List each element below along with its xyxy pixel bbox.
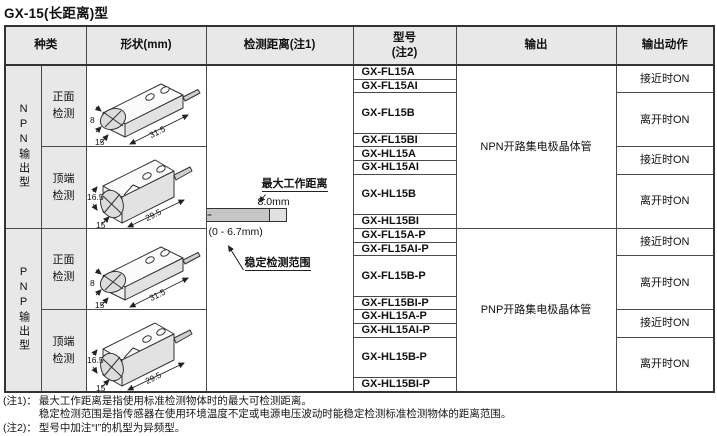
model-cell: GX-HL15AI-P [352, 323, 457, 338]
model-cell: GX-FL15BI [352, 132, 457, 148]
table-row: GX-FL15BI-P [5, 295, 714, 311]
stable-range-label: 稳定检测范围 [244, 257, 311, 272]
header-model-line1: 型号 [393, 32, 416, 45]
diagram-arrows [207, 193, 266, 270]
direction-label: 正面检测 [52, 91, 75, 121]
dim-width-label: 15 [95, 137, 105, 146]
note-2-label: (注2)： [3, 421, 37, 434]
table-row: GX-FL15B 离开时ON [5, 92, 715, 148]
page-title: GX-15(长距离)型 [4, 6, 109, 21]
model-cell: GX-FL15B-P [352, 255, 457, 297]
output-cell-pnp: PNP开路集电极晶体管 [455, 227, 617, 393]
model-cell: GX-FL15AI [352, 78, 457, 94]
note-1-line-1: 最大工作距离是指使用标准检测物体时的最大可检测距离。 [38, 395, 312, 407]
direction-cell: 顶端检测 [40, 146, 87, 229]
sensor-top-drawing: 16.5 15 29.5 [87, 159, 193, 228]
direction-cell: 顶端检测 [40, 309, 87, 393]
model-cell: GX-FL15B [352, 92, 457, 134]
note-2: (注2)： 型号中加注“I”的机型为异频型。 [3, 422, 511, 435]
dim-height-label: 16.5 [87, 355, 104, 365]
dim-height-label: 8 [90, 115, 95, 125]
note-1: (注1)： 最大工作距离是指使用标准检测物体时的最大可检测距离。 稳定检测范围是… [3, 395, 511, 422]
action-cell: 离开时ON [615, 336, 715, 393]
note-1-label: (注1)： [3, 395, 37, 407]
max-range-bar [268, 207, 287, 222]
shape-cell-front: 8 15 31.5 [85, 227, 207, 311]
direction-label: 正面检测 [52, 254, 75, 284]
dim-width-label: 15 [96, 383, 106, 391]
type-cell-pnp: PNP输出型 [4, 227, 42, 393]
action-cell: 离开时ON [615, 92, 715, 148]
dim-height-label: 16.5 [87, 192, 104, 202]
detection-diagram: 最大工作距离 8.0mm (0 - 6.7mm) 稳定检测范围 [207, 173, 352, 285]
note-2-line-1: 型号中加注“I”的机型为异频型。 [38, 421, 186, 434]
header-distance: 检测距离(注1) [205, 25, 354, 66]
table-row: 顶端检测 [5, 146, 715, 229]
header-model: 型号 (注2) [352, 25, 457, 66]
model-cell: GX-HL15A [352, 146, 457, 162]
direction-label: 顶端检测 [52, 172, 75, 202]
table-row: PNP输出型 正面检测 [4, 227, 715, 393]
model-cell: GX-FL15BI-P [352, 295, 457, 311]
header-row: 种类 形状(mm) 检测距离(注1) 型号 (注2) 输出 输出动作 [4, 25, 715, 66]
sensor-front-drawing: 8 15 31.5 [90, 246, 201, 309]
dim-width-label: 15 [95, 300, 105, 309]
header-action: 输出动作 [615, 25, 715, 66]
output-cell-npn: NPN开路集电极晶体管 [455, 64, 617, 229]
table-row: GX-FL15B-P 离开时ON [5, 255, 715, 311]
table-row: GX-HL15B 离开时ON [5, 173, 715, 229]
header-shape: 形状(mm) [85, 25, 207, 66]
shape-cell-top: 16.5 15 29.5 [85, 146, 207, 229]
model-cell: GX-HL15BI [352, 214, 457, 229]
shape-cell-top: 16.5 15 29.5 [85, 309, 207, 393]
table-row: GX-HL15BI-P [5, 377, 714, 393]
model-cell: GX-FL15AI-P [352, 241, 457, 257]
stable-range-value: (0 - 6.7mm) [208, 225, 263, 238]
spec-table: 种类 形状(mm) 检测距离(注1) 型号 (注2) 输出 输出动作 NPN输出… [4, 25, 715, 393]
sensor-front-drawing: 8 15 31.5 [90, 83, 201, 146]
header-type: 种类 [4, 25, 87, 66]
distance-bar [207, 207, 287, 222]
detection-distance-cell: 最大工作距离 8.0mm (0 - 6.7mm) 稳定检测范围 [205, 64, 354, 393]
model-cell: GX-HL15A-P [352, 309, 457, 325]
header-output: 输出 [455, 25, 617, 66]
dim-length-label: 31.5 [148, 287, 167, 303]
model-cell: GX-HL15AI [352, 160, 457, 175]
footnotes: (注1)： 最大工作距离是指使用标准检测物体时的最大可检测距离。 稳定检测范围是… [3, 395, 511, 435]
action-cell: 接近时ON [615, 227, 715, 257]
header-model-line2: (注2) [391, 46, 418, 59]
table-row: NPN输出型 正面检测 [4, 64, 715, 393]
action-cell: 离开时ON [615, 173, 715, 229]
dim-length-label: 31.5 [148, 124, 167, 140]
model-cell: GX-HL15B [352, 173, 457, 216]
model-cell: GX-HL15B-P [352, 336, 457, 379]
type-label-npn: NPN输出型 [17, 103, 30, 191]
sensor-top-drawing: 16.5 15 29.5 [87, 322, 193, 391]
dim-height-label: 8 [90, 278, 95, 288]
note-1-line-2: 稳定检测范围是指传感器在使用环境温度不定或电源电压波动时能稳定检测标准检测物体的… [38, 408, 512, 421]
max-distance-label: 最大工作距离 [261, 178, 328, 193]
shape-cell-front: 8 15 31.5 [85, 64, 207, 148]
table-row: 顶端检测 [5, 309, 715, 393]
direction-cell: 正面检测 [40, 64, 87, 148]
direction-cell: 正面检测 [40, 227, 87, 311]
action-cell: 离开时ON [615, 255, 715, 311]
model-cell: GX-FL15A [352, 64, 457, 80]
action-cell: 接近时ON [615, 64, 715, 94]
max-distance-value: 8.0mm [257, 195, 290, 208]
type-label-pnp: PNP输出型 [17, 266, 30, 354]
dim-width-label: 15 [96, 220, 106, 228]
model-cell: GX-FL15A-P [352, 227, 457, 243]
action-cell: 接近时ON [615, 309, 715, 338]
type-cell-npn: NPN输出型 [4, 64, 42, 229]
model-cell: GX-HL15BI-P [352, 377, 457, 393]
action-cell: 接近时ON [615, 146, 715, 175]
direction-label: 顶端检测 [52, 335, 75, 365]
